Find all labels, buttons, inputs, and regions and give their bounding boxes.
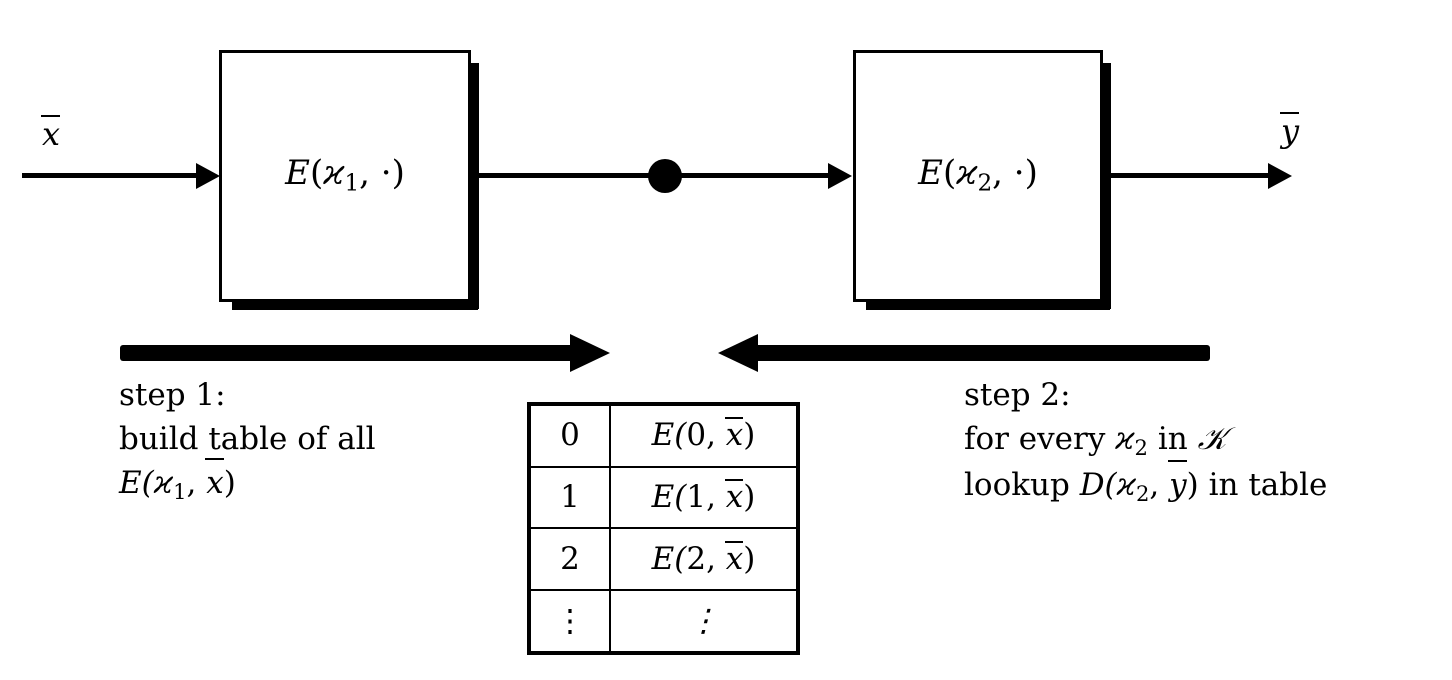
step-1-caption: step 1: build table of all E(ϰ1, x) [119, 373, 376, 507]
table-cell-key: 1 [531, 465, 611, 530]
cipher-box-e-k1: E(ϰ1, ·) [219, 50, 479, 310]
intermediate-arrowhead-icon [828, 163, 852, 189]
step-2-line-2: for every ϰ2 in 𝒦 [964, 421, 1227, 460]
step-2-arrow-shaft [755, 345, 1210, 361]
table-row: 2 E(2, x) [531, 527, 796, 592]
table-cell-value-ellipsis: ⋮ [609, 589, 796, 651]
step-1-arrowhead-icon [570, 334, 610, 372]
input-label-x-bar: x [40, 114, 61, 153]
box-shadow-bottom [866, 299, 1110, 310]
table-cell-key-ellipsis: ⋮ [531, 589, 611, 651]
output-label-y-bar: y [1279, 111, 1300, 150]
step-1-arrow-shaft [120, 345, 575, 361]
output-wire [1103, 173, 1273, 178]
table-cell-value: E(0, x) [609, 406, 796, 468]
input-wire [22, 173, 202, 178]
step-1-line-3: E(ϰ1, x) [119, 457, 376, 507]
table-cell-value: E(2, x) [609, 527, 796, 592]
table-row: 1 E(1, x) [531, 465, 796, 530]
step-1-title: step 1: [119, 377, 226, 413]
box-shadow-right [1100, 63, 1111, 309]
step-2-title: step 2: [964, 377, 1071, 413]
table-row: 0 E(0, x) [531, 406, 796, 468]
cipher-box-2-label: E(ϰ2, ·) [918, 153, 1038, 197]
step-1-line-2: build table of all [119, 421, 376, 458]
cipher-box-1-label: E(ϰ1, ·) [285, 153, 405, 197]
box-shadow-bottom [232, 299, 478, 310]
output-arrowhead-icon [1268, 163, 1292, 189]
cipher-box-e-k2: E(ϰ2, ·) [853, 50, 1111, 310]
step-2-arrowhead-icon [718, 334, 758, 372]
intermediate-value-node [648, 159, 682, 193]
step-2-arrow [718, 334, 1210, 372]
step-2-line-3: lookup D(ϰ2, y) in table [964, 459, 1327, 509]
step-2-caption: step 2: for every ϰ2 in 𝒦 lookup D(ϰ2, y… [964, 373, 1327, 509]
table-cell-value: E(1, x) [609, 465, 796, 530]
precomputed-encryption-table: 0 E(0, x) 1 E(1, x) 2 E(2, x) ⋮ ⋮ [527, 402, 800, 655]
box-shadow-right [468, 63, 479, 309]
input-arrowhead-icon [196, 163, 220, 189]
table-cell-key: 0 [531, 406, 611, 468]
table-cell-key: 2 [531, 527, 611, 592]
table-row: ⋮ ⋮ [531, 589, 796, 651]
step-1-arrow [120, 334, 610, 372]
